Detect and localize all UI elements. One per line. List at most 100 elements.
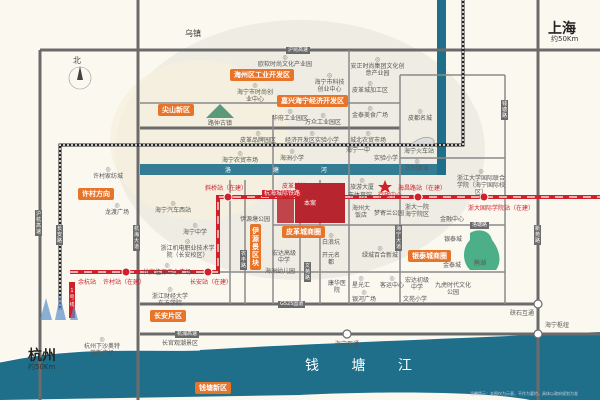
poi: 海宁火车站 bbox=[404, 148, 435, 155]
poi: 浙大一院海宁院区 bbox=[404, 204, 429, 218]
poi: 开元名都 bbox=[322, 252, 341, 266]
poi: 万众工业园区 bbox=[305, 112, 341, 126]
poi: 华府工业园区 bbox=[272, 108, 308, 122]
project-label: 本案 bbox=[304, 200, 317, 207]
compass-needle-icon bbox=[77, 66, 83, 80]
road-g525: G525国道 bbox=[278, 301, 306, 308]
poi: 浙江财经大学东方学院 bbox=[150, 286, 190, 307]
label-xiashi-interchange: 硖石互通 bbox=[510, 310, 535, 317]
road-hanghai: 杭海大道 bbox=[133, 225, 140, 251]
poi: 旅游大厦 bbox=[350, 177, 374, 191]
zone-yintai: 银泰城商圈 bbox=[408, 250, 451, 262]
road-changan: 长安路 bbox=[56, 225, 63, 245]
poi: 金泰美食广场 bbox=[352, 105, 388, 119]
disclaimer: 温馨提示：本图仅为示意，不作为要约，具体以政府规划为准 bbox=[470, 391, 578, 396]
poi: 浙江机电职业技术学院（长安校区） bbox=[160, 238, 215, 259]
poi: 银泰城 bbox=[444, 236, 463, 243]
poi: 宏达初级中学 bbox=[404, 277, 429, 291]
city-shanghai: 上海 bbox=[548, 21, 576, 37]
road-network bbox=[38, 0, 600, 400]
poi: 梦寄兰公园 bbox=[374, 210, 405, 217]
poi: 欧软时尚文化产业园 bbox=[258, 54, 312, 68]
poi: 伊源塘公园 bbox=[240, 216, 271, 223]
project-site-secondary bbox=[277, 197, 294, 223]
star-icon bbox=[378, 180, 392, 193]
zone-pigecheng: 皮革城商圈 bbox=[282, 226, 325, 238]
metro-station-markers bbox=[121, 192, 489, 277]
poi: 金泰城 bbox=[443, 262, 462, 269]
pagoda-icon bbox=[40, 295, 78, 320]
poi: 海宁一中 bbox=[346, 147, 371, 154]
poi: 皮都名城 bbox=[408, 108, 432, 122]
road-xinyuan: 新苑路 bbox=[534, 225, 541, 245]
poi: 康华医院 bbox=[328, 280, 347, 294]
station-haichang[interactable]: 海昌路站（在建） bbox=[398, 185, 447, 192]
city-hangzhou: 杭州 bbox=[28, 348, 56, 364]
poi: 白浪坑 bbox=[322, 232, 340, 246]
station-xieqiao[interactable]: 斜桥站（在建） bbox=[205, 185, 248, 192]
mountain-icon bbox=[206, 104, 234, 118]
zone-haizhou-industrial: 海州区工业开发区 bbox=[230, 69, 294, 81]
poi: 客运中心 bbox=[380, 275, 404, 289]
luotang-river bbox=[140, 164, 446, 175]
road-nongfeng: 农丰路 bbox=[240, 250, 247, 270]
interchange-markers bbox=[342, 299, 543, 339]
poi: 海宁农贸市场 bbox=[222, 150, 258, 164]
poi: 星光汇 bbox=[352, 275, 370, 289]
zone-xucun: 许村方向 bbox=[78, 188, 114, 200]
label-haining-hub: 海宁枢纽 bbox=[545, 322, 570, 329]
poi: 皮革城加工区 bbox=[352, 80, 388, 94]
river-vertical bbox=[437, 0, 446, 175]
road-hukun: 沪昆高速 bbox=[286, 47, 311, 54]
road-qiantang: 钱塘路 bbox=[501, 100, 508, 120]
project-site bbox=[295, 183, 345, 223]
poi: 龙渡广场 bbox=[105, 202, 129, 216]
zone-jianshan: 尖山新区 bbox=[158, 104, 194, 116]
road-huhang: 沪杭高速 bbox=[35, 210, 42, 236]
station-changan[interactable]: 长安站（在建） bbox=[190, 279, 233, 286]
zone-yiyuan: 伊源景区块 bbox=[250, 224, 261, 270]
poi: 皮革品牌园区 bbox=[240, 130, 276, 144]
poi: 长安佳源中心广场 bbox=[143, 262, 191, 276]
station-yuhang[interactable]: 余杭站 bbox=[78, 279, 97, 286]
road-luotang: 洛塘路 bbox=[470, 222, 490, 229]
poi: 鹃湖 bbox=[474, 260, 487, 267]
zone-jiaxing-haining-econ: 嘉兴海宁经济开发区 bbox=[277, 95, 348, 107]
road-hangpu: 杭浦高速 bbox=[175, 331, 200, 338]
poi: 路仲古镇 bbox=[208, 120, 233, 127]
poi: 长官观潮景区 bbox=[162, 340, 199, 347]
road-wenyuan: 文苑路 bbox=[304, 262, 311, 282]
poi: 安正时尚集团文化创意产业园 bbox=[350, 56, 405, 77]
city-wuzhen: 乌镇 bbox=[185, 29, 201, 38]
poi: 海洲幼儿园 bbox=[265, 268, 296, 275]
poi: 九虎时代文化公园 bbox=[435, 282, 472, 296]
station-xucun[interactable]: 许村站（在建） bbox=[103, 279, 146, 286]
poi: 金融中心 bbox=[440, 216, 465, 223]
poi: 行政中心 bbox=[378, 192, 403, 199]
station-pigecheng[interactable]: 皮革城站 bbox=[282, 183, 307, 190]
poi: 浙江大学国际联合学院（海宁国际校区） bbox=[455, 168, 507, 196]
poi: 杭州下沙奥特莱斯广场 bbox=[82, 336, 122, 357]
poi: 海宁汽车西站 bbox=[155, 200, 191, 214]
poi: 实验小学 bbox=[374, 155, 399, 162]
poi: 海宁中学 bbox=[183, 222, 207, 236]
poi: 海宁市科技创业中心 bbox=[312, 72, 347, 93]
distance-hangzhou: 约50Km bbox=[28, 363, 56, 371]
zone-qiantang-new: 钱塘新区 bbox=[195, 382, 231, 394]
poi: 正阳商业 bbox=[405, 158, 429, 172]
poi: 绿城百合新城 bbox=[362, 245, 398, 259]
juan-lake bbox=[464, 230, 500, 270]
qiantang-river bbox=[0, 332, 600, 400]
poi: 海州大饭店 bbox=[351, 205, 370, 219]
poi: 市体育馆 bbox=[348, 192, 373, 199]
poi: 城北农贸市场 bbox=[350, 130, 386, 144]
poi: 银河广场 bbox=[352, 289, 376, 303]
distance-shanghai: 约50Km bbox=[551, 35, 579, 43]
label-haining-interchange: 海宁互通 bbox=[335, 341, 360, 348]
station-zju-intl[interactable]: 浙大国际学院站（在建） bbox=[468, 205, 535, 212]
compass-label: 北 bbox=[73, 56, 81, 65]
road-haining-avenue: 海宁大道 bbox=[395, 225, 402, 251]
poi: 海洲小学 bbox=[280, 148, 304, 162]
poi: 经济开发区实验小学 bbox=[285, 130, 339, 144]
